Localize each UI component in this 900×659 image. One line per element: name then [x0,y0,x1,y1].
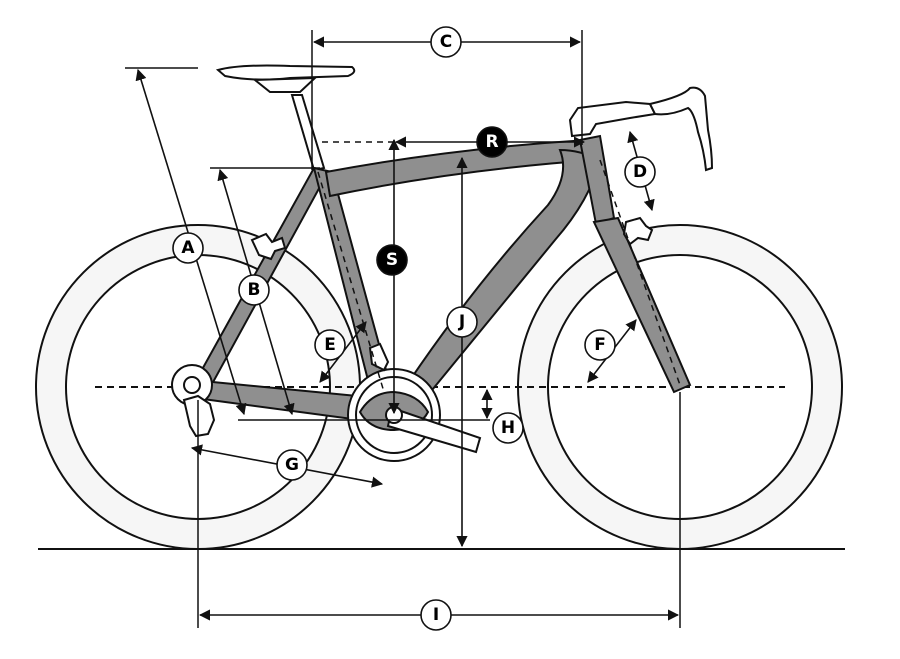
stem-handlebar [568,86,714,172]
label-s: S [376,244,408,276]
seatpost-saddle [215,64,356,172]
label-f: F [584,329,616,361]
svg-text:A: A [181,238,195,258]
svg-text:J: J [458,312,465,332]
svg-text:I: I [433,605,439,625]
svg-text:H: H [501,418,515,438]
label-i: I [420,599,452,631]
svg-text:S: S [386,250,398,270]
svg-text:E: E [324,335,336,355]
label-r: R [476,126,508,158]
svg-text:F: F [594,335,606,355]
svg-text:R: R [485,132,498,152]
label-h: H [492,412,524,444]
label-a: A [172,232,204,264]
reference-lines [125,30,681,628]
label-c: C [430,26,462,58]
label-e: E [314,329,346,361]
svg-text:C: C [440,32,452,52]
label-j: J [446,306,478,338]
label-b: B [238,274,270,306]
label-d: D [624,156,656,188]
label-g: G [276,449,308,481]
svg-text:D: D [633,162,647,182]
svg-text:B: B [248,280,261,300]
svg-text:G: G [285,455,299,475]
